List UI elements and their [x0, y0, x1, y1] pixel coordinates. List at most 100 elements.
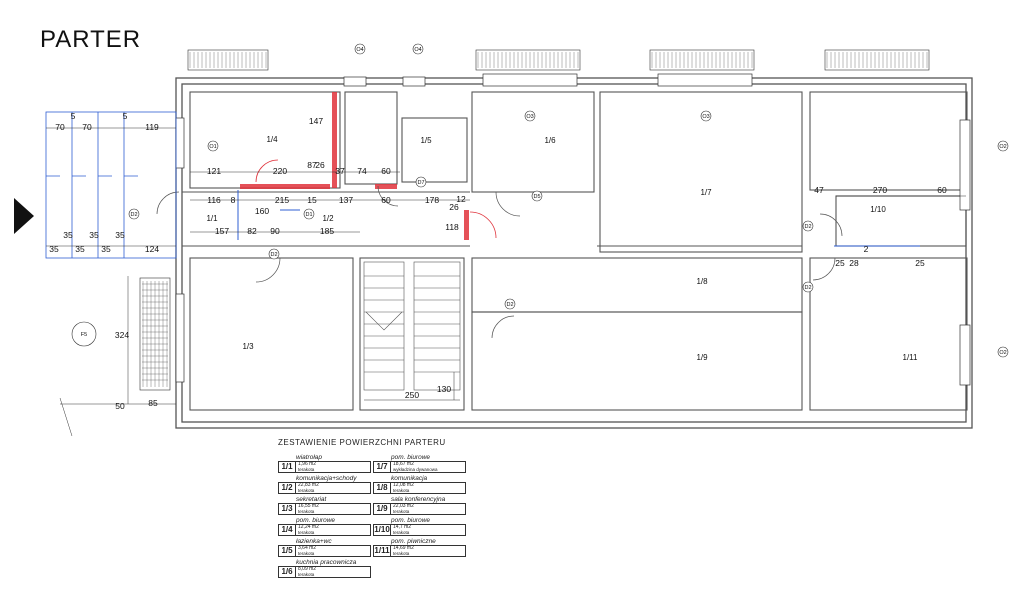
legend-item-1-4: pom. biurowe 1/4 12,24 m2 terakota: [278, 517, 371, 536]
opening-d2-right-b: D2: [804, 285, 811, 291]
opening-d2-mid: D2: [270, 252, 277, 258]
room-1-10: 1/10: [870, 205, 886, 214]
opening-o3-a: O3: [526, 114, 533, 120]
legend-code: 1/10: [373, 524, 391, 536]
dim-right-vert-1: 25: [835, 258, 845, 268]
dim-row2-3: 215: [275, 195, 289, 205]
legend-floor: terakota: [393, 551, 410, 556]
legend-name: sekretariat: [296, 496, 327, 503]
legend-area: 3,64 m2: [298, 545, 317, 551]
legend-box: 22,83 m2 terakota: [295, 482, 371, 494]
outer-walls: [175, 77, 973, 429]
navigation-arrow-icon[interactable]: [14, 198, 34, 234]
opening-o2-right: O2: [999, 144, 1006, 150]
legend-name: pom. biurowe: [391, 454, 431, 461]
dim-right-vert-3: 25: [915, 258, 925, 268]
legend-floor: terakota: [298, 551, 315, 556]
legend-name: pom. biurowe: [391, 517, 431, 524]
page-title: PARTER: [40, 26, 142, 53]
dim-160: 160: [255, 206, 269, 216]
legend-box: 12,24 m2 terakota: [295, 524, 371, 536]
legend-box: 18,67 m2 wykładzina dywanowa: [390, 461, 466, 473]
legend-box: 12,08 m2 terakota: [390, 482, 466, 494]
legend-floor: terakota: [393, 530, 410, 535]
legend-floor: terakota: [298, 509, 315, 514]
opening-o2-bottom: O2: [999, 350, 1006, 356]
legend-floor: terakota: [298, 572, 315, 577]
left-well-hatching: [142, 281, 168, 387]
legend-box: 22,03 m2 terakota: [390, 503, 466, 515]
opening-d2-left: D2: [130, 212, 137, 218]
reference-circle: [71, 321, 97, 347]
legend-name: łazienka+wc: [296, 538, 332, 545]
legend-item-1-3: sekretariat 1/3 16,55 m2 terakota: [278, 496, 371, 515]
opening-d2-right-a: D2: [804, 224, 811, 230]
dim-row1-3: 37: [335, 166, 345, 176]
dim-left-top-small-2: 5: [123, 111, 128, 121]
legend-area: 8,09 m2: [298, 566, 317, 572]
legend-item-1-2: komunikacja+schody 1/2 22,83 m2 terakota: [278, 475, 371, 494]
legend-floor: terakota: [393, 488, 410, 493]
dim-row2-2: 8: [231, 195, 236, 205]
legend-code: 1/11: [373, 545, 391, 557]
opening-d1: D1: [305, 212, 312, 218]
dim-row1-4: 74: [357, 166, 367, 176]
legend-area: 12,08 m2: [393, 482, 414, 488]
room-1-8: 1/8: [696, 277, 708, 286]
legend-item-1-1: wiatrołap 1/1 1,96 m2 terakota: [278, 454, 371, 473]
dim-row3-4: 185: [320, 226, 334, 236]
legend-area: 1,96 m2: [298, 461, 317, 467]
dim-row2-vert-3: 12: [456, 194, 466, 204]
legend-area: 22,83 m2: [298, 482, 319, 488]
room-1-11: 1/11: [903, 353, 919, 362]
opening-o3-b: O3: [702, 114, 709, 120]
room-1-4: 1/4: [266, 135, 278, 144]
legend-item-1-10: pom. biurowe 1/10 14,7 m2 terakota: [373, 517, 466, 536]
legend-code: 1/8: [373, 482, 391, 494]
legend-area: 14,7 m2: [393, 524, 412, 530]
legend-code: 1/1: [278, 461, 296, 473]
dim-row2-vert-1: 118: [445, 222, 459, 232]
opening-o4-a: O4: [356, 47, 363, 53]
dim-left-top-2: 70: [82, 122, 92, 132]
legend-code: 1/3: [278, 503, 296, 515]
legend-floor: terakota: [393, 509, 410, 514]
legend-area: 22,03 m2: [393, 503, 414, 509]
legend-item-1-11: pom. piwniczne 1/11 14,69 m2 terakota: [373, 538, 466, 557]
right-windows: [175, 117, 971, 386]
legend-code: 1/5: [278, 545, 296, 557]
dim-row2-4: 15: [307, 195, 317, 205]
legend-item-1-9: sala konferencyjna 1/9 22,03 m2 terakota: [373, 496, 466, 515]
legend-item-1-6: kuchnia pracownicza 1/6 8,09 m2 terakota: [278, 559, 371, 578]
dimension-lines: [46, 127, 966, 437]
dim-250: 250: [405, 390, 419, 400]
dim-324: 324: [115, 330, 129, 340]
left-dimension-grid: [45, 111, 177, 259]
room-1-9: 1/9: [696, 353, 708, 362]
room-1-1: 1/1: [206, 214, 218, 223]
dim-row1-vert-2: 87: [307, 160, 317, 170]
dim-right-3: 60: [937, 185, 947, 195]
opening-d5: D5: [533, 194, 540, 200]
legend-code: 1/7: [373, 461, 391, 473]
dim-row1-vert-3: 26: [315, 160, 325, 170]
dim-row1-vert-1: 147: [309, 116, 323, 126]
legend-code: 1/4: [278, 524, 296, 536]
room-1-3: 1/3: [242, 342, 254, 351]
legend-name: wiatrołap: [296, 454, 323, 461]
dim-row2-1: 116: [207, 195, 221, 205]
legend-floor: terakota: [298, 488, 315, 493]
legend-box: 14,7 m2 terakota: [390, 524, 466, 536]
legend-name: komunikacja: [391, 475, 428, 482]
dim-right-vert-4: 2: [864, 244, 869, 254]
stairs: [363, 261, 461, 391]
legend-area: 18,67 m2: [393, 461, 414, 467]
dim-row2-vert-2: 26: [449, 202, 459, 212]
grille-hatching: [189, 52, 928, 68]
dim-row2-5: 137: [339, 195, 353, 205]
legend-area: 16,55 m2: [298, 503, 319, 509]
dim-50: 50: [115, 401, 125, 411]
room-1-2: 1/2: [322, 214, 334, 223]
opening-d7: D7: [417, 180, 424, 186]
